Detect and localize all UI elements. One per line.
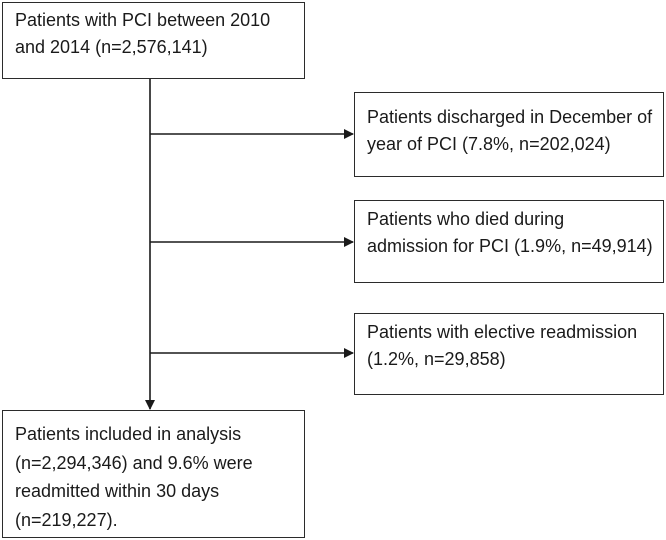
exclusion-2-line-1: Patients who died during xyxy=(367,209,565,229)
exclusion-1-line-2: year of PCI (7.8%, n=202,024) xyxy=(367,134,611,154)
exclusion-3-line-2: (1.2%, n=29,858) xyxy=(367,349,506,369)
exclusion-1-line-1: Patients discharged in December of xyxy=(367,107,653,127)
exclusion-3-line-1: Patients with elective readmission xyxy=(367,322,638,342)
exclusion-2-line-2: admission for PCI (1.9%, n=49,914) xyxy=(367,236,653,256)
final-line-1: Patients included in analysis xyxy=(15,424,242,444)
exclusion-box-died-during-admission: Patients who died during admission for P… xyxy=(354,200,664,283)
final-line-2: (n=2,294,346) and 9.6% were xyxy=(15,452,253,473)
final-line-4: (n=219,227). xyxy=(15,509,118,530)
start-line-1: Patients with PCI between 2010 xyxy=(15,10,271,30)
exclusion-box-december-discharge: Patients discharged in December of year … xyxy=(354,92,664,177)
final-analysis-box: Patients included in analysis (n=2,294,3… xyxy=(2,410,305,538)
start-line-2: and 2014 (n=2,576,141) xyxy=(15,37,208,57)
start-box: Patients with PCI between 2010 and 2014 … xyxy=(2,2,305,79)
exclusion-box-elective-readmission: Patients with elective readmission (1.2%… xyxy=(354,313,664,395)
final-line-3: readmitted within 30 days xyxy=(15,481,220,501)
